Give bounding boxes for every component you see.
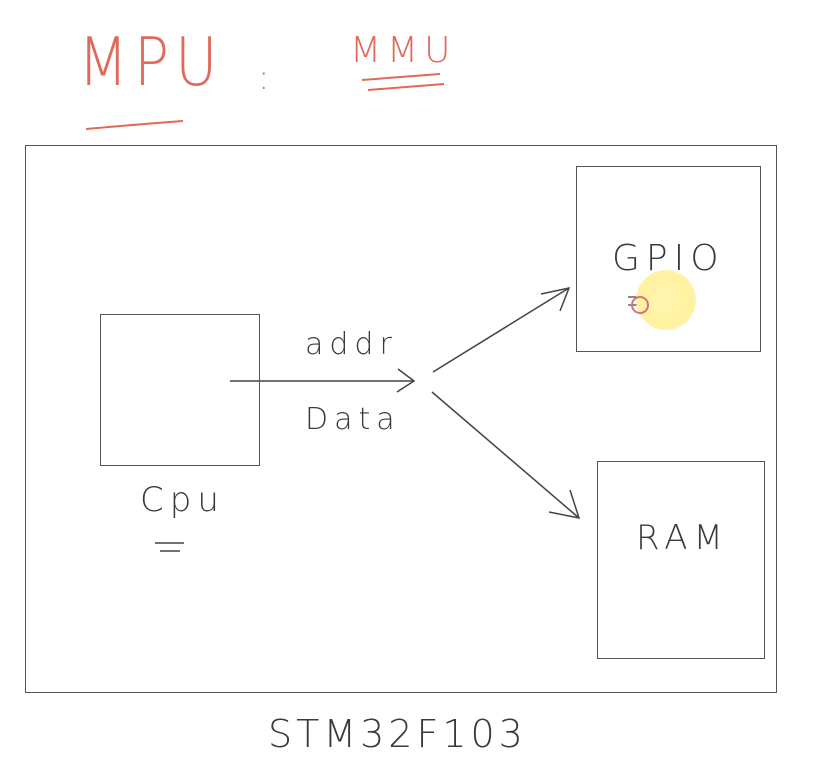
ram-branch-head (548, 489, 581, 519)
ram-branch-line (431, 391, 580, 519)
heading-mmu: MMU (350, 30, 457, 71)
cpu-block (100, 314, 260, 466)
gpio-block (576, 166, 761, 352)
cpu-label: Cpu (140, 480, 225, 520)
chip-boundary (25, 145, 777, 693)
gpio-branch-line (432, 287, 570, 373)
gpio-branch-head (540, 286, 571, 312)
mmu-underline-2 (367, 83, 445, 91)
bus-arrow-head (396, 368, 416, 393)
mmu-underline-1 (361, 73, 441, 81)
ram-block (597, 461, 765, 659)
cursor-ring (631, 296, 649, 314)
bus-data-label: Data (305, 402, 401, 437)
mpu-underline (85, 120, 184, 130)
ram-label: RAM (636, 518, 729, 558)
bus-addr-label: addr (305, 327, 398, 362)
heading-mpu: MPU (78, 22, 224, 102)
chip-label: STM32F103 (268, 712, 527, 756)
heading-separator: : (258, 58, 276, 98)
